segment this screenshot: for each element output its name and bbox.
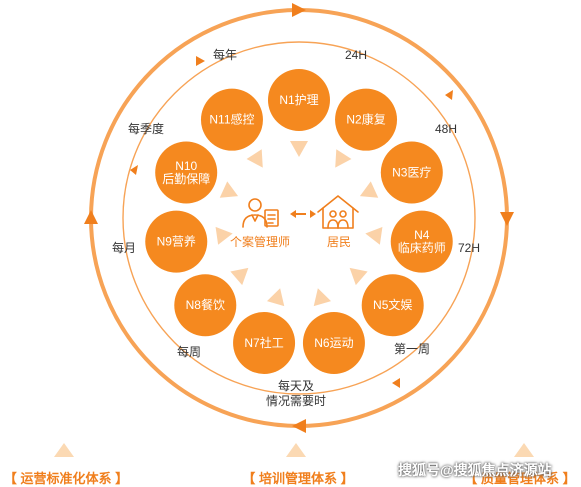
service-node-label: 后勤保障: [162, 171, 210, 186]
service-node-label: N4: [414, 228, 430, 242]
inward-arrow-icon: [246, 149, 263, 168]
inward-arrow-icon: [349, 267, 368, 286]
inward-arrow-icon: [359, 181, 379, 198]
service-node: N6运动: [302, 311, 365, 374]
inward-arrows: [215, 141, 383, 307]
freq-label-first-week: 第一周: [394, 342, 430, 356]
freq-label-72h: 72H: [458, 241, 480, 255]
ring-arrow-top-icon: [292, 3, 306, 17]
service-node-circle: [174, 274, 237, 337]
freq-label-24h: 24H: [345, 48, 367, 62]
freq-label-monthly: 每月: [112, 240, 136, 255]
inner-arrow-bottom-icon: [392, 378, 400, 388]
service-node-circle: [335, 88, 398, 151]
resident-label: 居民: [327, 235, 351, 249]
service-node-label: N3医疗: [392, 165, 431, 179]
triangle-marker-icon: [54, 443, 74, 457]
ring-arrow-left-icon: [84, 210, 98, 224]
inward-arrow-icon: [219, 181, 239, 198]
service-node-label: N1护理: [279, 93, 318, 107]
service-node-label: N5文娱: [373, 297, 412, 312]
service-node: N3医疗: [380, 141, 443, 204]
service-node-label: N6运动: [314, 336, 353, 350]
service-node-circle: [380, 141, 443, 204]
freq-label-48h: 48H: [435, 122, 457, 136]
freq-label-daily-line2: 情况需要时: [266, 394, 326, 408]
inward-arrow-icon: [365, 226, 383, 245]
triangle-marker-icon: [514, 443, 534, 457]
service-node-circle: [145, 210, 208, 273]
inward-arrow-icon: [230, 267, 249, 286]
system-label-quality: 【 质量管理体系 】: [464, 471, 576, 486]
service-node-circle: [200, 88, 263, 151]
service-node: N2康复: [335, 88, 398, 151]
inward-arrow-icon: [313, 288, 332, 307]
freq-label-yearly: 每年: [213, 47, 237, 62]
case-manager-icon: [242, 198, 279, 228]
service-node-circle: [390, 210, 453, 273]
house-family-icon: [317, 195, 359, 229]
inner-arrow-left-icon: [130, 165, 138, 175]
service-node-circle: [155, 141, 218, 204]
freq-label-quarterly: 每季度: [128, 121, 164, 136]
triangle-marker-icon: [286, 443, 306, 457]
exchange-arrows-icon: [290, 210, 316, 218]
service-node-circle: [302, 311, 365, 374]
inner-arrow-top-icon: [196, 56, 205, 66]
freq-label-weekly: 每周: [177, 344, 201, 359]
system-label-training: 【 培训管理体系 】: [242, 471, 354, 486]
service-node-circle: [268, 69, 330, 131]
service-node-label: N7社工: [244, 335, 283, 350]
inward-arrow-icon: [290, 141, 308, 157]
service-node-circle: [233, 311, 296, 374]
service-node-label: 临床药师: [398, 241, 446, 255]
service-node-label: N8餐饮: [186, 297, 225, 312]
service-node: N8餐饮: [174, 274, 237, 337]
freq-label-daily-line1: 每天及: [278, 378, 314, 393]
inward-arrow-icon: [215, 226, 233, 245]
ring-arrow-bottom-icon: [292, 419, 306, 433]
service-node: N1护理: [268, 69, 330, 131]
service-node-label: N9营养: [157, 234, 196, 249]
service-node: N11感控: [200, 88, 263, 151]
system-label-operations: 【 运营标准化体系 】: [3, 471, 129, 486]
service-node-circle: [361, 274, 424, 337]
service-node: N9营养: [145, 210, 208, 273]
inner-arrow-right-icon: [445, 90, 453, 100]
inward-arrow-icon: [266, 288, 285, 307]
service-node: N5文娱: [361, 274, 424, 337]
service-node: N7社工: [233, 311, 296, 374]
inward-arrow-icon: [335, 149, 352, 168]
service-node-label: N11感控: [209, 112, 254, 127]
service-node-label: N10: [175, 159, 197, 173]
inner-ring: [122, 41, 476, 395]
case-manager-label: 个案管理师: [230, 234, 290, 249]
ring-arrow-right-icon: [500, 212, 514, 226]
service-node-label: N2康复: [346, 112, 385, 127]
watermark-text: 搜狐号@搜狐焦点济源站: [398, 462, 552, 478]
